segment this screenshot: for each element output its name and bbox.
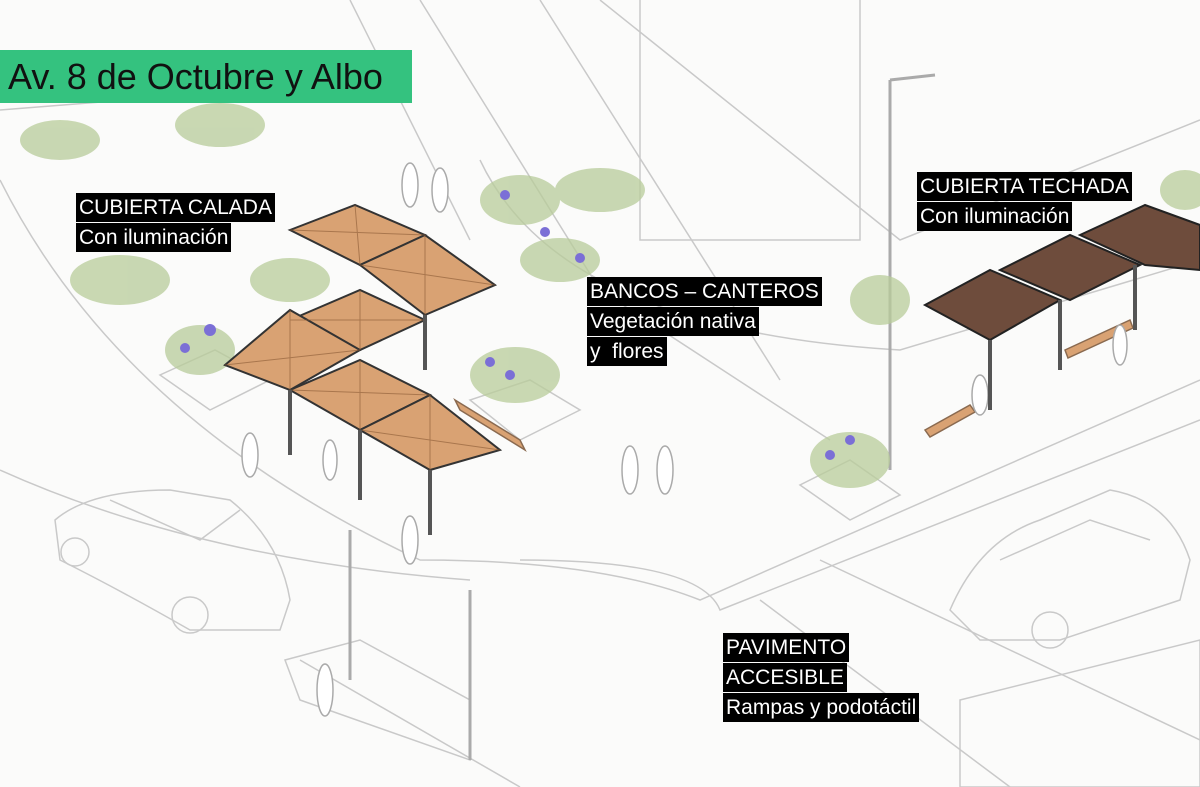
label-line: Rampas y podotáctil (723, 693, 920, 722)
location-title: Av. 8 de Octubre y Albo (0, 50, 412, 103)
label-line: BANCOS – CANTEROS (587, 277, 822, 306)
label-line: ACCESIBLE (723, 663, 847, 692)
label-line: Con iluminación (76, 223, 232, 252)
label-bancos-canteros: BANCOS – CANTEROS Vegetación nativa y fl… (587, 277, 822, 367)
label-pavimento-accesible: PAVIMENTO ACCESIBLE Rampas y podotáctil (723, 633, 920, 723)
label-line: PAVIMENTO (723, 633, 850, 662)
label-line: y flores (587, 337, 667, 366)
label-line: CUBIERTA TECHADA (917, 172, 1132, 201)
label-line: Con iluminación (917, 202, 1073, 231)
label-line: Vegetación nativa (587, 307, 759, 336)
label-line: CUBIERTA CALADA (76, 193, 275, 222)
label-cubierta-techada: CUBIERTA TECHADA Con iluminación (917, 172, 1132, 232)
label-cubierta-calada: CUBIERTA CALADA Con iluminación (76, 193, 275, 253)
